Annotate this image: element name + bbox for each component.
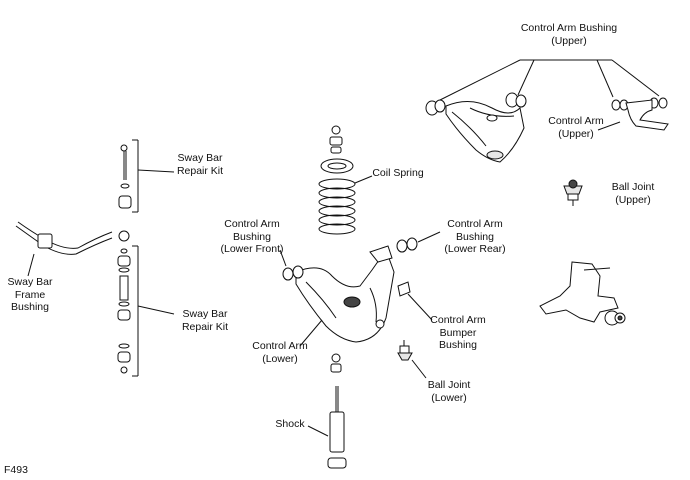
label-control-arm-bushing-lower-front: Control Arm Bushing (Lower Front) — [220, 218, 284, 255]
label-control-arm-bumper-bushing: Control Arm Bumper Bushing — [430, 314, 486, 351]
label-sway-bar-repair-kit-bottom: Sway Bar Repair Kit — [181, 308, 229, 333]
label-shock: Shock — [275, 418, 305, 430]
label-control-arm-upper: Control Arm (Upper) — [548, 115, 604, 140]
shock-drawing — [307, 353, 347, 469]
sway-bar-kit-top-drawing — [118, 139, 175, 213]
figure-code: F493 — [4, 464, 28, 476]
label-control-arm-bushing-upper: Control Arm Bushing (Upper) — [520, 22, 618, 47]
label-sway-bar-frame-bushing: Sway Bar Frame Bushing — [7, 276, 53, 313]
label-ball-joint-lower: Ball Joint (Lower) — [427, 379, 471, 404]
label-ball-joint-upper: Ball Joint (Upper) — [611, 181, 655, 206]
upper-bushing-bracket-drawing — [597, 97, 669, 131]
label-control-arm-lower: Control Arm (Lower) — [252, 340, 308, 365]
label-sway-bar-repair-kit-top: Sway Bar Repair Kit — [176, 152, 224, 177]
lower-control-arm-drawing — [279, 245, 395, 347]
sway-bar-drawing — [15, 221, 130, 277]
sway-bar-kit-bottom-drawing — [117, 245, 175, 377]
upper-bushing-leaders — [439, 59, 660, 101]
lower-ball-joint-drawing — [397, 340, 427, 379]
coil-spring-drawing — [318, 125, 373, 235]
label-control-arm-bushing-lower-rear: Control Arm Bushing (Lower Rear) — [444, 218, 506, 255]
upper-ball-joint-drawing — [563, 179, 583, 206]
bumper-bushing-drawing — [397, 281, 433, 321]
upper-control-arm-drawing — [425, 92, 527, 163]
lower-rear-bushing-drawing — [396, 231, 441, 253]
label-coil-spring: Coil Spring — [372, 167, 424, 179]
steering-knuckle-drawing — [539, 261, 626, 326]
